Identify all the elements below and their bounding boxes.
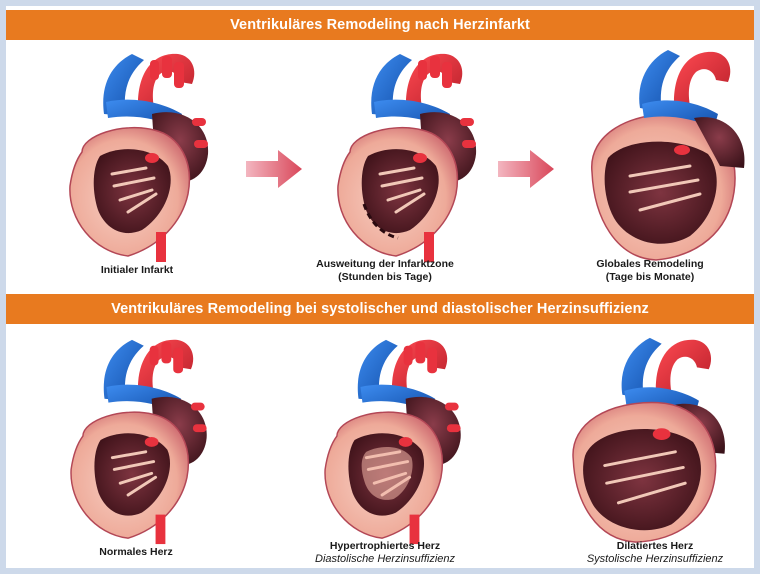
banner-bottom: Ventrikuläres Remodeling bei systolische… <box>6 294 754 324</box>
caption-global-remodeling-title: Globales Remodeling <box>570 258 730 271</box>
caption-global-remodeling-sub: (Tage bis Monate) <box>570 271 730 284</box>
heart-hypertrophied <box>286 330 486 548</box>
heart-dilated <box>542 330 742 548</box>
caption-hypertrophied-heart-title: Hypertrophiertes Herz <box>290 540 480 553</box>
caption-infarct-expansion: Ausweitung der Infarktzone (Stunden bis … <box>290 258 480 284</box>
caption-infarct-expansion-title: Ausweitung der Infarktzone <box>290 258 480 271</box>
caption-dilated-heart-sub: Systolische Herzinsuffizienz <box>560 553 750 566</box>
caption-hypertrophied-heart-sub: Diastolische Herzinsuffizienz <box>290 553 480 566</box>
banner-top: Ventrikuläres Remodeling nach Herzinfark… <box>6 10 754 40</box>
caption-hypertrophied-heart: Hypertrophiertes Herz Diastolische Herzi… <box>290 540 480 566</box>
caption-initial-infarct-title: Initialer Infarkt <box>72 264 202 277</box>
banner-bottom-title: Ventrikuläres Remodeling bei systolische… <box>111 301 649 317</box>
heart-initial-infarct <box>32 44 232 266</box>
caption-infarct-expansion-sub: (Stunden bis Tage) <box>290 271 480 284</box>
caption-initial-infarct: Initialer Infarkt <box>72 264 202 277</box>
caption-dilated-heart: Dilatiertes Herz Systolische Herzinsuffi… <box>560 540 750 566</box>
caption-normal-heart: Normales Herz <box>66 546 206 559</box>
heart-global-remodeling <box>560 42 760 264</box>
arrow-right-1 <box>246 148 304 190</box>
heart-normal <box>32 330 232 548</box>
banner-top-title: Ventrikuläres Remodeling nach Herzinfark… <box>230 17 530 33</box>
arrow-right-2 <box>498 148 556 190</box>
caption-dilated-heart-title: Dilatiertes Herz <box>560 540 750 553</box>
heart-infarct-expansion <box>300 44 500 266</box>
caption-global-remodeling: Globales Remodeling (Tage bis Monate) <box>570 258 730 284</box>
caption-normal-heart-title: Normales Herz <box>66 546 206 559</box>
